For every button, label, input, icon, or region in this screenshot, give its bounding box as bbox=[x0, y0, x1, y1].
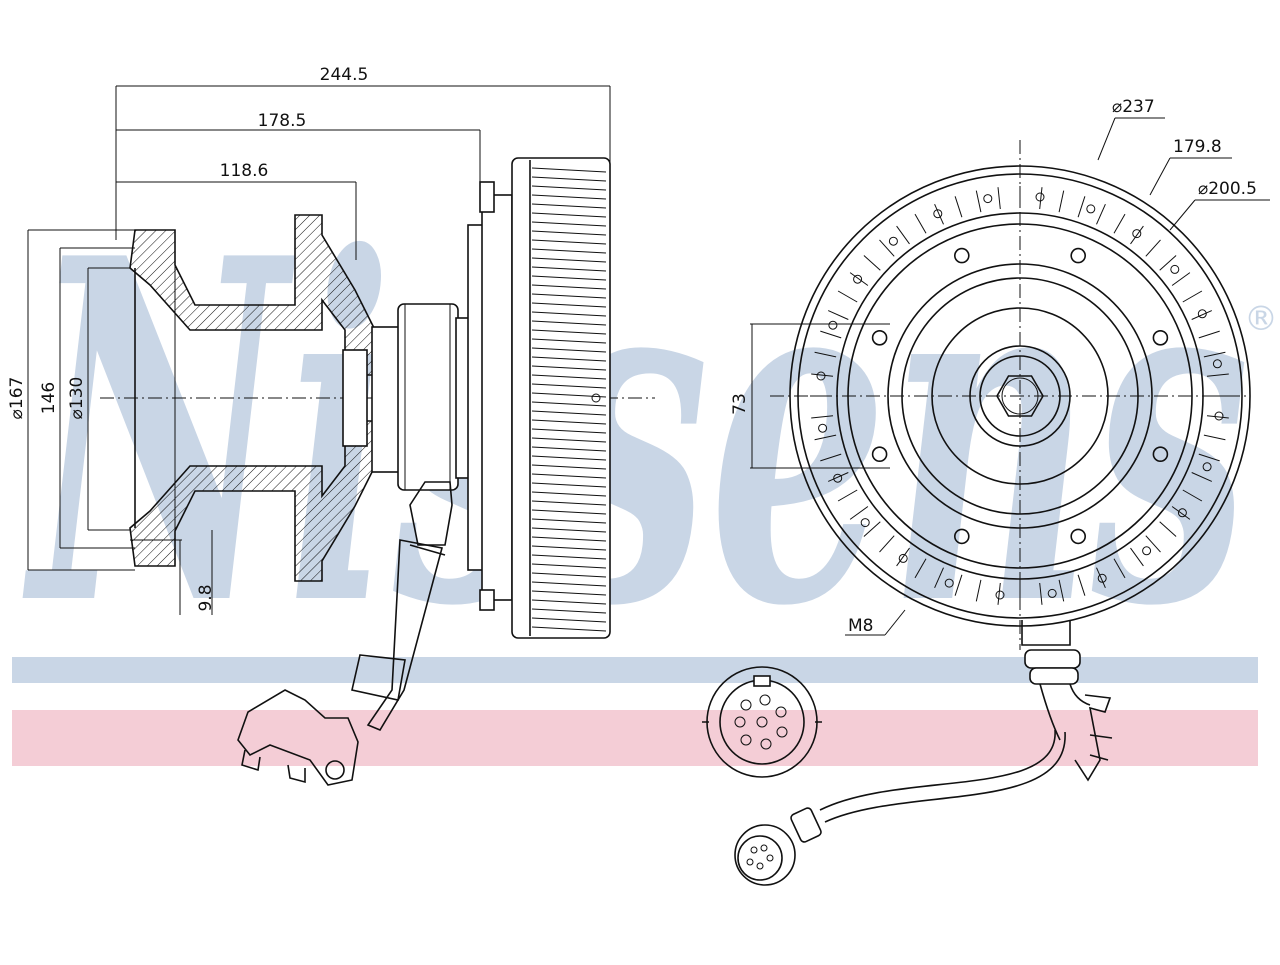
dim-to-pulley: 178.5 bbox=[258, 111, 307, 131]
watermark-logo-text: Nissens bbox=[21, 157, 1250, 709]
connector-end-view bbox=[702, 666, 822, 778]
red-stripe bbox=[12, 710, 1258, 766]
left-dimensions: ⌀167 146 ⌀130 bbox=[7, 229, 135, 571]
dim-fan-diameter: ⌀237 bbox=[1112, 97, 1155, 117]
dim-outer-diameter: ⌀167 bbox=[7, 377, 27, 420]
dim-ring-diameter: 179.8 bbox=[1173, 137, 1222, 157]
registered-mark: ® bbox=[1244, 299, 1278, 339]
dim-flange-thickness: 9.8 bbox=[196, 584, 216, 611]
dim-overall-length: 244.5 bbox=[320, 65, 369, 85]
ring-segments bbox=[810, 186, 1230, 606]
side-view: 244.5 178.5 118.6 ⌀167 146 ⌀130 9.8 bbox=[7, 65, 655, 786]
top-dimensions: 244.5 178.5 118.6 bbox=[115, 65, 611, 260]
fan-outer-circle bbox=[789, 165, 1251, 627]
hex-nut bbox=[996, 375, 1044, 417]
front-view: 73 ⌀237 179.8 ⌀200.5 M8 bbox=[702, 97, 1270, 886]
dim-hub-length: 118.6 bbox=[220, 161, 269, 181]
dim-outer-ring-diameter: ⌀200.5 bbox=[1198, 179, 1257, 199]
dim-thread: M8 bbox=[848, 616, 873, 636]
bolt-holes bbox=[871, 247, 1169, 545]
bearing-hub bbox=[371, 181, 513, 611]
cable-bracket-side bbox=[237, 481, 453, 786]
cable-connector-front bbox=[734, 620, 1113, 886]
dim-inner-diameter: ⌀130 bbox=[67, 377, 87, 420]
pulley-circle bbox=[887, 263, 1153, 529]
watermark: Nissens ® bbox=[12, 157, 1278, 766]
fan-clutch-side bbox=[511, 157, 611, 639]
dim-hole-spacing: 73 bbox=[730, 393, 750, 415]
dim-bolt-circle: 146 bbox=[39, 382, 59, 414]
